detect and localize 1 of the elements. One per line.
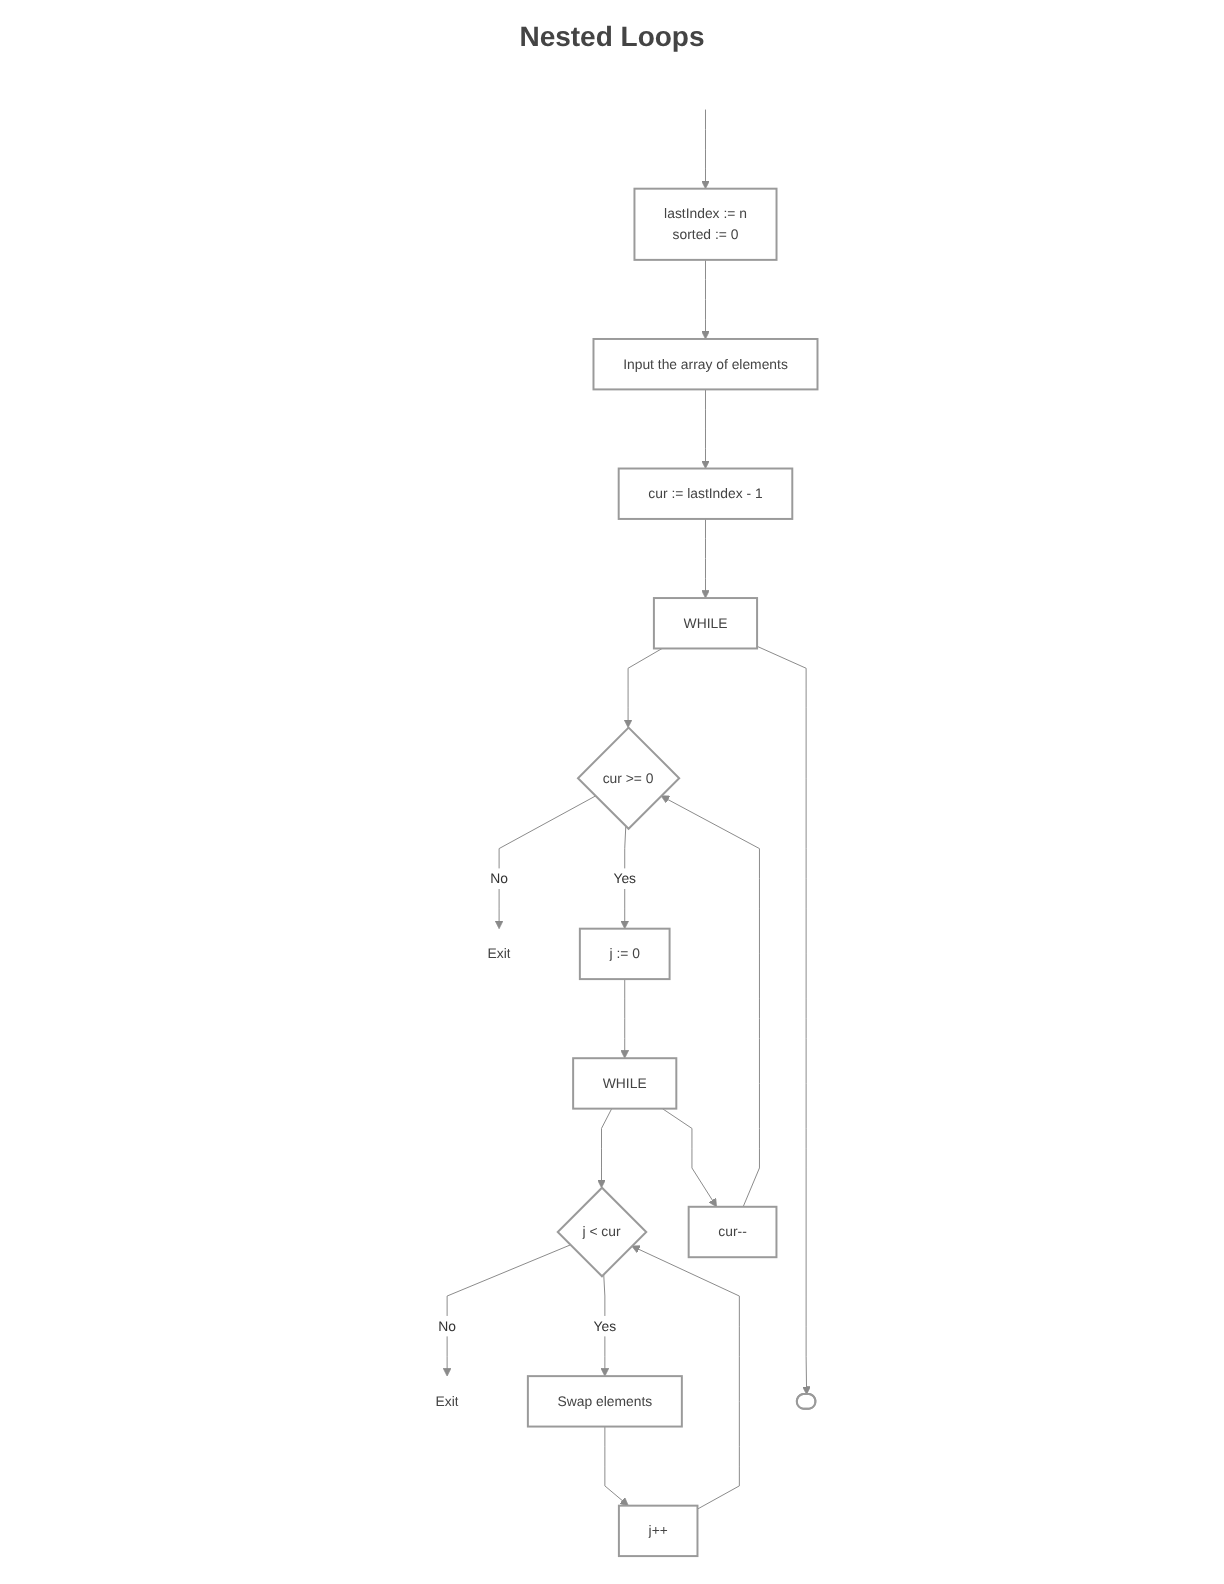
diagram-title: Nested Loops xyxy=(519,20,705,52)
